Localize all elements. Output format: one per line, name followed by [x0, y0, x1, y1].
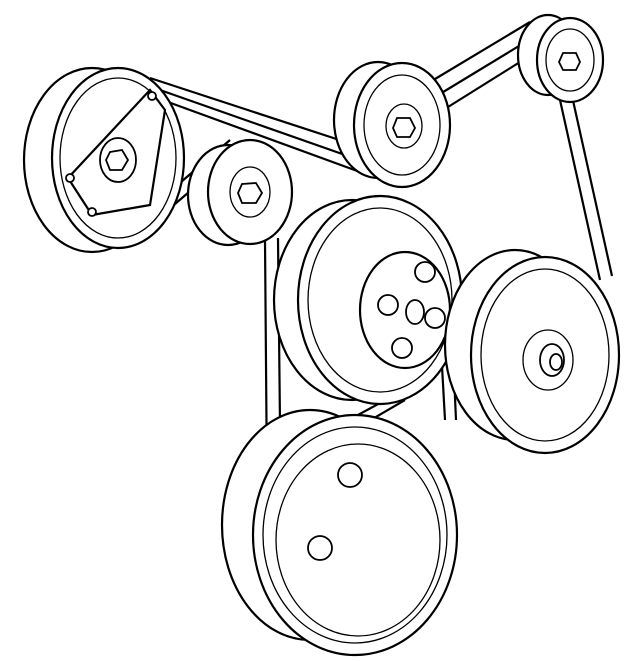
left-idler-pulley [186, 138, 294, 247]
ac-compressor-pulley [22, 66, 186, 254]
upper-idler-pulley [332, 60, 452, 189]
belt-tensioner-pulley [516, 13, 605, 104]
crankshaft-pulley [220, 408, 459, 657]
water-pump-pulley [272, 194, 464, 406]
right-accessory-pulley [443, 248, 621, 455]
